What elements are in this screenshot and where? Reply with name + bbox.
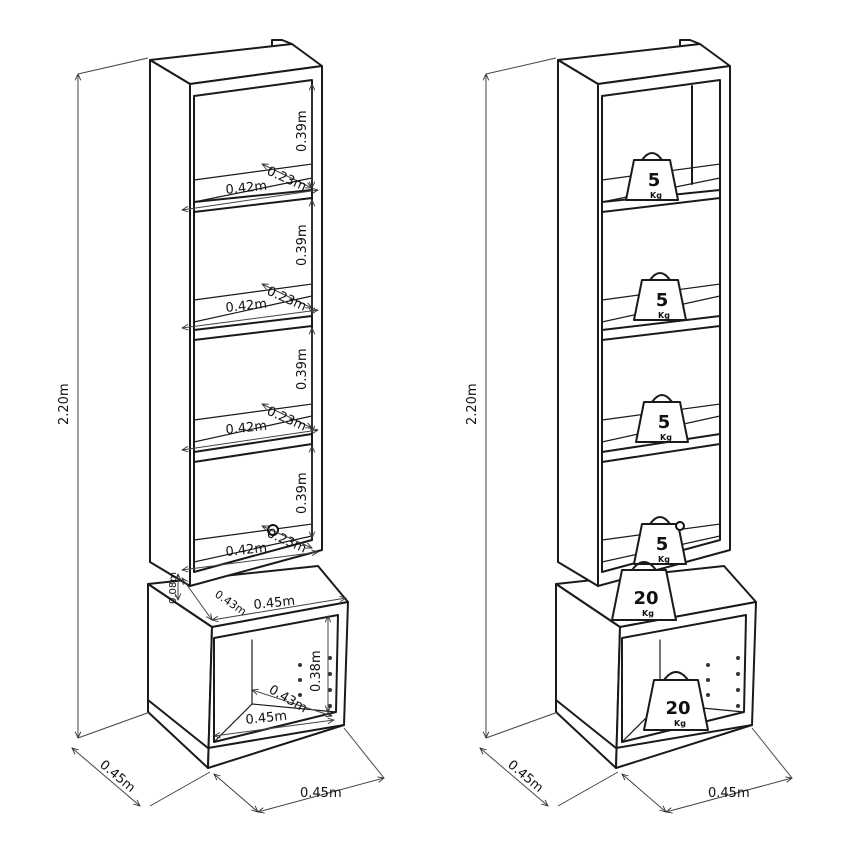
right-width-label: 0.45m	[708, 786, 750, 801]
left-height-label: 2.20m	[57, 383, 72, 425]
shelf-width-1: 0.42m	[225, 179, 268, 198]
weight-1-unit: Kg	[650, 191, 662, 200]
weight-5kg-shelf-1: 5 Kg	[625, 152, 679, 201]
weight-5kg-shelf-3: 5 Kg	[635, 394, 689, 443]
weight-4-unit: Kg	[658, 555, 670, 564]
shelf-height-4: 0.39m	[295, 472, 310, 514]
shelf-width-4: 0.42m	[225, 541, 268, 560]
weight-20kg-cabinet: 20 Kg	[643, 671, 709, 731]
weight-20kg-top: 20 Kg	[611, 561, 677, 621]
weight-top-value: 20	[633, 588, 658, 609]
left-width-label: 0.45m	[300, 786, 342, 801]
weight-5kg-shelf-2: 5 Kg	[633, 272, 687, 321]
left-depth-label: 0.45m	[96, 758, 138, 796]
base-top-width-label: 0.45m	[253, 594, 296, 613]
weight-top-unit: Kg	[642, 609, 654, 618]
right-shelving-unit: 5 Kg 5 Kg 5 Kg 5 Kg 20 Kg	[465, 39, 792, 812]
left-shelving-unit: 2.20m 0.45m 0.45m 0.39m 0.39m 0.39m 0.39…	[57, 39, 384, 812]
weight-3-unit: Kg	[660, 433, 672, 442]
weight-3-value: 5	[658, 412, 671, 433]
shelf-width-2: 0.42m	[225, 297, 268, 316]
shelf-height-1: 0.39m	[295, 110, 310, 152]
shelf-height-2: 0.39m	[295, 224, 310, 266]
plinth-height-label: 0.08m	[168, 572, 179, 604]
shelf-width-3: 0.42m	[225, 419, 268, 438]
weight-2-value: 5	[656, 290, 669, 311]
weight-cabinet-value: 20	[665, 698, 690, 719]
weight-2-unit: Kg	[658, 311, 670, 320]
weight-cabinet-unit: Kg	[674, 719, 686, 728]
weight-1-value: 5	[648, 170, 661, 191]
cabinet-height-label: 0.38m	[309, 650, 324, 692]
cabinet-width-label: 0.45m	[245, 709, 288, 728]
right-height-label: 2.20m	[465, 383, 480, 425]
shelf-height-3: 0.39m	[295, 348, 310, 390]
weight-4-value: 5	[656, 534, 669, 555]
right-depth-label: 0.45m	[504, 758, 546, 796]
weight-5kg-shelf-4: 5 Kg	[633, 516, 687, 565]
